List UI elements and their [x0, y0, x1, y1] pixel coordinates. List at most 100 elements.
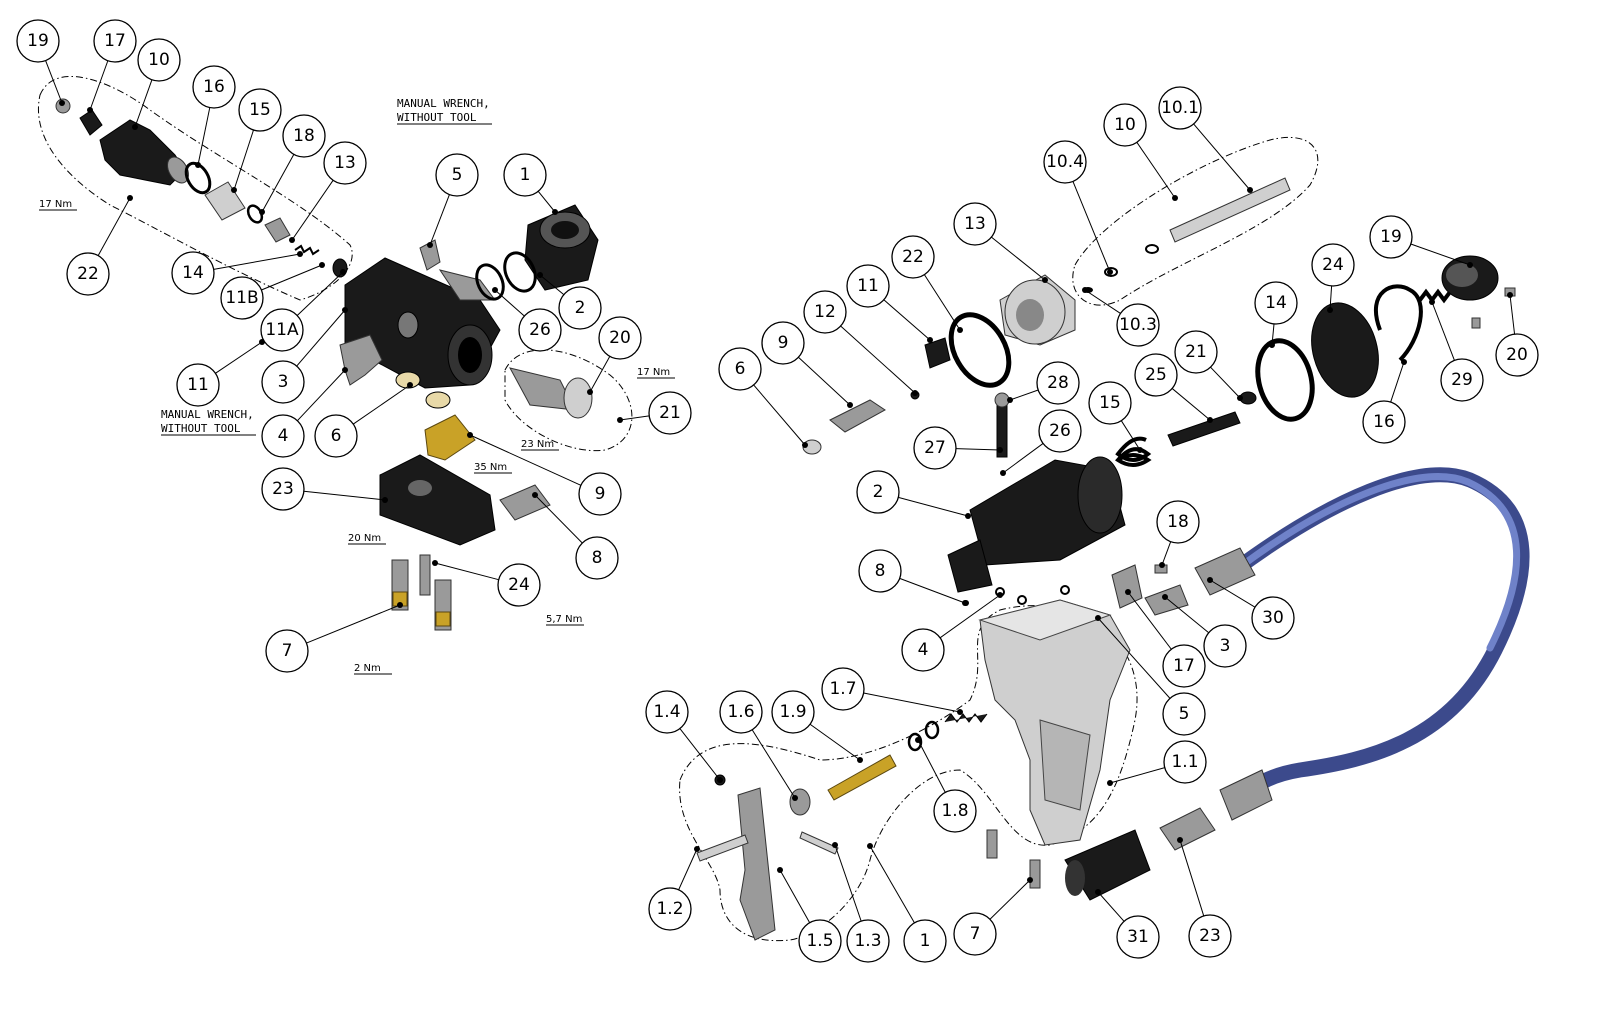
balloon-label: 11A	[265, 320, 299, 340]
right-balloon-27: 27	[913, 426, 957, 470]
part-16-oring	[184, 161, 212, 195]
left-leader-dot-10	[132, 124, 138, 130]
left-leader-dot-5	[427, 242, 433, 248]
leader-lines	[45, 60, 1516, 924]
right-leader-1.4	[679, 728, 721, 781]
right-leader-dot-14	[1269, 342, 1275, 348]
part-17-plug	[79, 109, 103, 136]
group-outline-10	[1072, 136, 1319, 306]
balloon-label: 16	[1373, 412, 1395, 432]
balloon-label: 1	[520, 165, 531, 185]
right-balloon-14: 14	[1254, 281, 1298, 325]
right-leader-1.2	[678, 848, 698, 891]
torque-label: 17 Nm	[39, 199, 72, 210]
balloon-label: 12	[814, 302, 836, 322]
right-balloon-1.5: 1.5	[798, 919, 842, 963]
right-leader-dot-18	[1159, 562, 1165, 568]
left-leader-1	[537, 190, 556, 213]
right-balloon-20: 20	[1495, 333, 1539, 377]
part-14-spring	[294, 244, 320, 256]
left-leader-14	[213, 253, 301, 270]
part-19-cap	[1441, 255, 1499, 301]
right-leader-dot-26	[1000, 470, 1006, 476]
left-balloon-16: 16	[192, 65, 236, 109]
part-1-1-handle	[978, 599, 1131, 846]
part-24-cover	[1311, 302, 1379, 398]
part-1-9-stem	[827, 754, 897, 801]
right-balloon-1.7: 1.7	[821, 667, 865, 711]
left-balloon-26: 26	[518, 308, 562, 352]
right-balloon-1.2: 1.2	[648, 887, 692, 931]
right-leader-dot-20	[1507, 292, 1513, 298]
right-balloon-10.4: 10.4	[1043, 140, 1087, 184]
balloon-label: 9	[778, 333, 789, 353]
right-leader-1.1	[1109, 767, 1165, 784]
part-7-screw-a	[986, 829, 998, 859]
part-1-2-pin	[696, 834, 749, 862]
balloon-label: 24	[1322, 255, 1344, 275]
left-leader-21	[619, 415, 650, 421]
torque-label: 35 Nm	[474, 462, 507, 473]
right-balloon-1: 1	[903, 919, 947, 963]
part-30-fitting	[1194, 547, 1256, 596]
balloon-label: 21	[659, 403, 681, 423]
part-22-oring	[948, 312, 1012, 388]
part-1-7-spring	[944, 713, 988, 723]
left-leader-dot-14	[297, 251, 303, 257]
right-balloon-1.3: 1.3	[846, 919, 890, 963]
balloon-label: 31	[1127, 927, 1149, 947]
left-leader-dot-16	[195, 162, 201, 168]
right-leader-20	[1509, 294, 1516, 335]
right-leader-10.4	[1072, 181, 1111, 273]
balloon-label: 15	[1099, 393, 1121, 413]
hose-highlight	[1236, 473, 1521, 652]
torque-label: 2 Nm	[354, 663, 381, 674]
right-balloon-13: 13	[953, 202, 997, 246]
right-leader-dot-1.8	[915, 737, 921, 743]
balloon-label: 13	[334, 153, 356, 173]
right-leader-21	[1210, 366, 1241, 399]
right-leader-dot-1.4	[717, 777, 723, 783]
left-leader-11	[215, 341, 263, 374]
balloon-label: 25	[1145, 365, 1167, 385]
right-leader-22	[923, 274, 961, 331]
balloon-label: 21	[1185, 342, 1207, 362]
right-leader-7	[989, 879, 1031, 920]
balloon-label: 18	[293, 126, 315, 146]
right-balloon-28: 28	[1036, 361, 1080, 405]
balloon-label: 10.1	[1161, 98, 1199, 118]
right-leader-15	[1120, 420, 1141, 451]
right-leader-dot-1.1	[1107, 780, 1113, 786]
left-leader-17	[89, 60, 109, 111]
left-leader-4	[297, 369, 346, 422]
balloon-label: 24	[508, 575, 530, 595]
balloon-label: 7	[282, 641, 293, 661]
balloon-label: 19	[27, 31, 49, 51]
right-leader-dot-2	[965, 513, 971, 519]
right-leader-dot-11	[927, 337, 933, 343]
balloon-label: 20	[1506, 345, 1528, 365]
left-balloon-18: 18	[282, 114, 326, 158]
left-leader-2	[539, 274, 565, 296]
balloon-label: 14	[182, 263, 204, 283]
balloon-label: 1.7	[829, 679, 856, 699]
torque-label: 20 Nm	[348, 533, 381, 544]
right-balloon-10: 10	[1103, 103, 1147, 147]
left-leader-13	[291, 180, 334, 241]
left-leader-dot-26	[492, 287, 498, 293]
right-balloon-17: 17	[1162, 644, 1206, 688]
left-leader-20	[589, 356, 611, 393]
right-leader-dot-5	[1095, 615, 1101, 621]
left-leader-24	[434, 562, 499, 581]
right-leader-dot-30	[1207, 577, 1213, 583]
right-balloon-31: 31	[1116, 915, 1160, 959]
wrench-note: MANUAL WRENCH,	[161, 408, 254, 421]
left-leader-dot-2	[537, 272, 543, 278]
balloon-label: 4	[918, 640, 929, 660]
left-balloon-2: 2	[558, 286, 602, 330]
balloon-label: 10.3	[1119, 315, 1157, 335]
balloon-label: 1.3	[854, 931, 881, 951]
right-balloon-25: 25	[1134, 353, 1178, 397]
right-balloon-11: 11	[846, 264, 890, 308]
